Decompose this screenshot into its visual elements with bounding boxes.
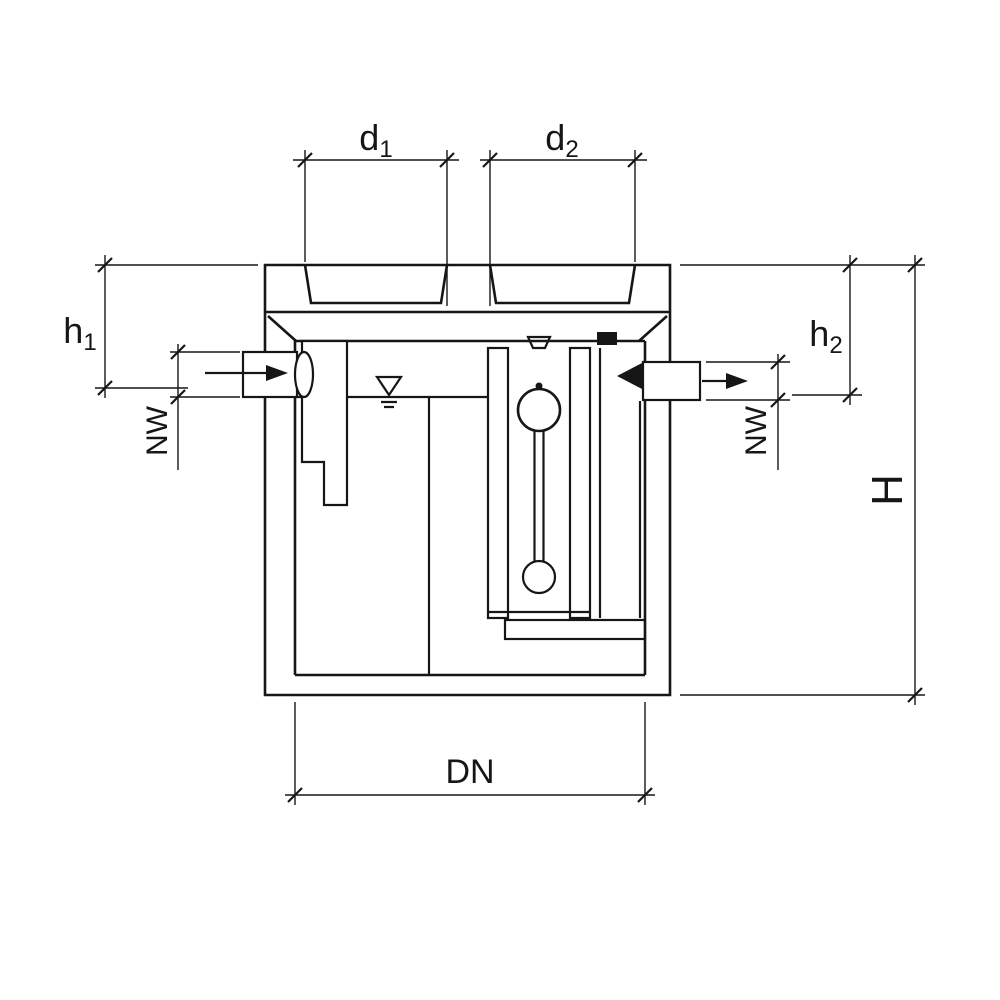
outlet-pipe: [641, 360, 702, 402]
d1-dimension-lines: [293, 150, 459, 306]
dim-label-H: H: [863, 474, 912, 506]
dim-label-d1: d1: [359, 117, 392, 163]
water-level-triangle-icon: [374, 375, 404, 397]
inlet-arrow-head-icon: [266, 365, 288, 381]
float-weight: [521, 559, 557, 595]
DN-dimension-lines: [285, 702, 655, 805]
h2-dimension-lines: [680, 255, 925, 405]
vent-block: [597, 332, 617, 345]
basket-perforation-left: [486, 346, 510, 620]
dimension-d2: d2: [480, 117, 647, 306]
H-dimension-lines: [680, 255, 925, 705]
dimension-h1: h1: [63, 255, 258, 398]
nw-left-dimension-lines: [170, 344, 240, 470]
tank-outer-shell: [263, 263, 672, 697]
inlet-pipe-opening: [293, 350, 315, 399]
outlet-inlet-funnel-icon: [617, 362, 644, 390]
dim-label-DN: DN: [445, 753, 494, 791]
dim-label-nw-right: NW: [740, 405, 773, 456]
h1-tick-marks: [97, 257, 113, 396]
dimension-nw-right: NW: [706, 354, 790, 470]
inlet-flow-arrow: [205, 365, 288, 381]
lid-underside: [265, 310, 670, 342]
basket-perforation-right: [568, 346, 592, 620]
H-tick-marks: [907, 257, 923, 703]
dimension-H: H: [680, 255, 925, 705]
d2-dimension-lines: [480, 150, 647, 306]
basket-handle: [526, 335, 552, 350]
dimension-h2: h2: [680, 255, 925, 405]
nw-right-tick-marks: [770, 354, 786, 408]
d1-tick-marks: [297, 152, 455, 168]
dimension-d1: d1: [293, 117, 459, 306]
dim-label-nw-left: NW: [141, 405, 174, 456]
water-level-symbol: [374, 375, 404, 409]
outlet-flow-arrow: [702, 373, 748, 389]
h2-tick-marks: [842, 257, 858, 403]
nw-left-tick-marks: [170, 344, 186, 405]
nw-right-dimension-lines: [706, 354, 790, 470]
DN-tick-marks: [287, 787, 653, 803]
separator-body: [263, 263, 672, 697]
dim-label-h1: h1: [63, 310, 96, 356]
basket-base-plate: [503, 618, 647, 641]
tank-inner-wall: [293, 339, 647, 677]
float-ball: [516, 387, 562, 433]
outlet-duct: [598, 348, 642, 618]
dimension-DN: DN: [285, 702, 655, 805]
h1-dimension-lines: [95, 255, 258, 398]
d2-tick-marks: [482, 152, 643, 168]
dim-label-d2: d2: [545, 117, 578, 163]
lid-access-covers: [303, 264, 637, 305]
dimension-nw-left: NW: [141, 344, 240, 470]
filter-basket: [486, 335, 647, 641]
basket-bolt: [535, 382, 543, 390]
float-rod: [533, 431, 545, 561]
outlet-arrow-head-icon: [726, 373, 748, 389]
dim-label-h2: h2: [809, 313, 842, 359]
water-level-strokes: [381, 400, 397, 409]
